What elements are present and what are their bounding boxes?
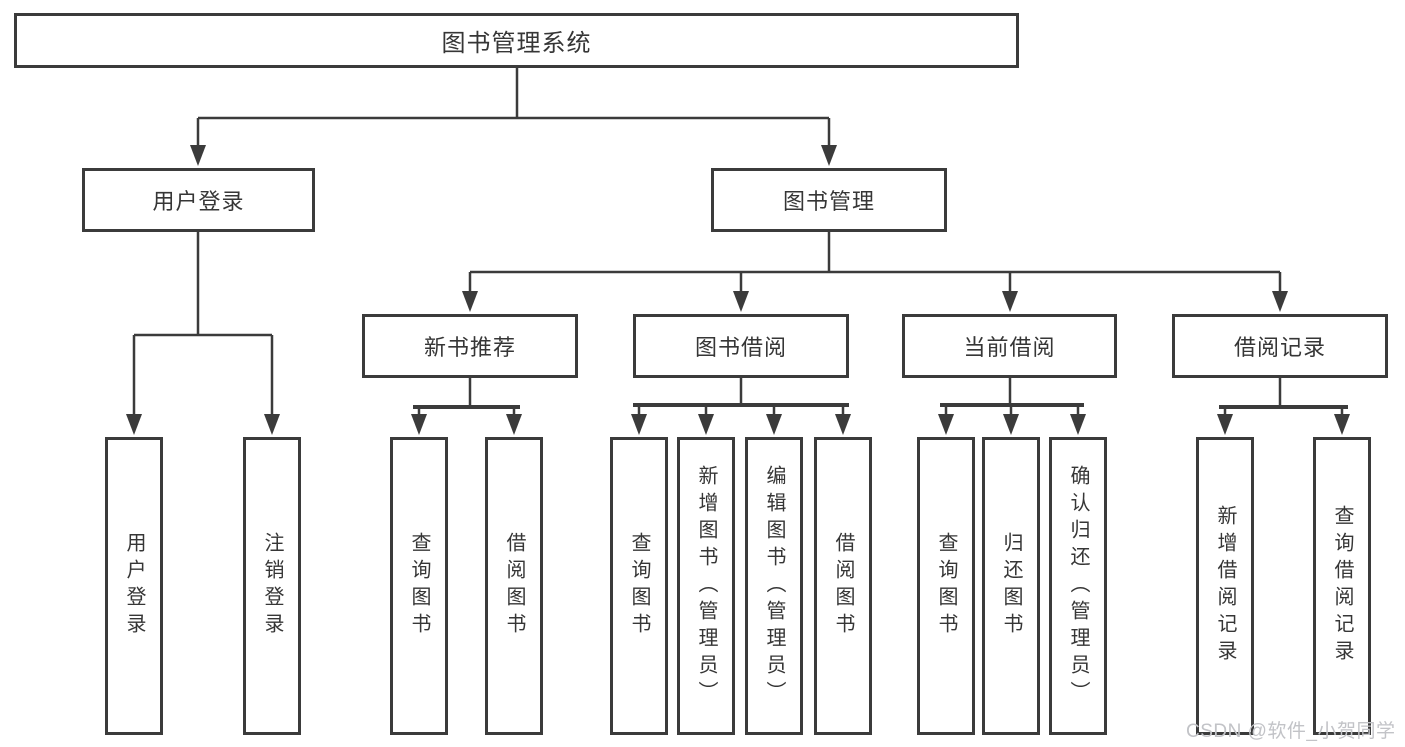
node-book-management: 图书管理 <box>711 168 947 232</box>
node-label: 图书管理 <box>782 189 875 214</box>
node-label: 图书借阅 <box>694 335 787 360</box>
leaf-query-books: 查询图书 <box>390 437 448 735</box>
leaf-query-books: 查询图书 <box>917 437 975 735</box>
node-label: 注销登录 <box>261 532 283 640</box>
node-user-login: 用户登录 <box>82 168 315 232</box>
node-new-book-recommend: 新书推荐 <box>362 314 578 378</box>
node-current-borrowing: 当前借阅 <box>902 314 1117 378</box>
node-label: 借阅图书 <box>503 532 525 640</box>
leaf-confirm-return-admin: 确认归还（管理员） <box>1049 437 1107 735</box>
node-library-system: 图书管理系统 <box>14 13 1019 68</box>
leaf-borrow-books: 借阅图书 <box>485 437 543 735</box>
csdn-watermark: CSDN @软件_小贺同学 <box>1186 721 1396 742</box>
node-label: 查询图书 <box>935 532 957 640</box>
node-label: 查询借阅记录 <box>1331 505 1353 667</box>
leaf-add-books-admin: 新增图书（管理员） <box>677 437 735 735</box>
node-label: 用户登录 <box>152 189 245 214</box>
node-label: 当前借阅 <box>963 335 1056 360</box>
leaf-add-borrow-record: 新增借阅记录 <box>1196 437 1254 735</box>
node-label: 借阅记录 <box>1233 335 1326 360</box>
node-label: 确认归还（管理员） <box>1067 464 1089 708</box>
node-label: 新增借阅记录 <box>1214 505 1236 667</box>
node-label: 编辑图书（管理员） <box>763 464 785 708</box>
leaf-user-login: 用户登录 <box>105 437 163 735</box>
node-label: 新增图书（管理员） <box>695 464 717 708</box>
leaf-return-books: 归还图书 <box>982 437 1040 735</box>
arrowhead-icons <box>126 145 1350 435</box>
node-label: 新书推荐 <box>423 335 516 360</box>
leaf-edit-books-admin: 编辑图书（管理员） <box>745 437 803 735</box>
node-label: 图书管理系统 <box>441 30 592 57</box>
leaf-query-books: 查询图书 <box>610 437 668 735</box>
leaf-query-borrow-record: 查询借阅记录 <box>1313 437 1371 735</box>
leaf-borrow-books: 借阅图书 <box>814 437 872 735</box>
node-label: 归还图书 <box>1000 532 1022 640</box>
node-label: 查询图书 <box>628 532 650 640</box>
node-label: 查询图书 <box>408 532 430 640</box>
node-label: 借阅图书 <box>832 532 854 640</box>
node-borrowing-records: 借阅记录 <box>1172 314 1388 378</box>
leaf-logout: 注销登录 <box>243 437 301 735</box>
node-label: 用户登录 <box>123 532 145 640</box>
node-book-borrowing: 图书借阅 <box>633 314 849 378</box>
